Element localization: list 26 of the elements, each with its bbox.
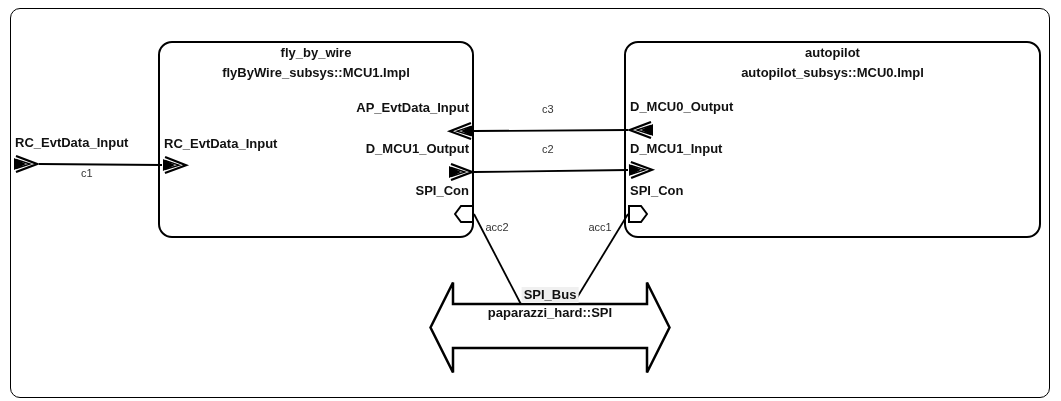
bus-name: SPI_Bus [521, 287, 579, 303]
component-type: flyByWire_subsys::MCU1.Impl [221, 65, 411, 81]
edge-label: c1 [80, 167, 94, 179]
port-label: D_MCU0_Output [630, 99, 734, 115]
connection-line [38, 155, 188, 175]
edge-label: acc1 [587, 221, 613, 233]
port-label: D_MCU1_Input [630, 141, 723, 157]
port-label: AP_EvtData_Input [356, 100, 469, 116]
component-name: fly_by_wire [279, 45, 353, 61]
edge-label: c2 [541, 143, 555, 155]
port-label: RC_EvtData_Input [15, 135, 129, 151]
component-box [624, 41, 1041, 238]
component-name: autopilot [804, 45, 861, 61]
system-box [10, 8, 1050, 398]
component-type: autopilot_subsys::MCU0.Impl [740, 65, 925, 81]
port-label: SPI_Con [630, 183, 684, 199]
bus-type: paparazzi_hard::SPI [487, 305, 613, 321]
port-label: SPI_Con [415, 183, 469, 199]
connection-line [473, 160, 654, 180]
component-box [158, 41, 474, 238]
port-label: D_MCU1_Output [365, 141, 469, 157]
edge-label: acc2 [484, 221, 510, 233]
connection-line [448, 121, 629, 141]
connection-line [473, 213, 522, 306]
edge-label: c3 [541, 103, 555, 115]
port-label: RC_EvtData_Input [164, 136, 278, 152]
